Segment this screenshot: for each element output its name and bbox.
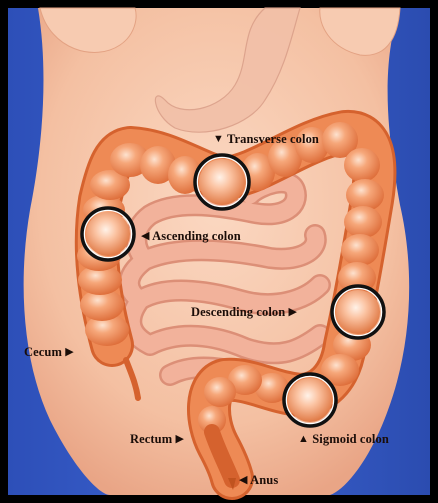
- label-rectum-text: Rectum: [130, 432, 172, 446]
- label-anus: ◀ Anus: [239, 474, 278, 487]
- down-arrow-icon: ▼: [213, 133, 224, 145]
- label-ascending-colon: ◀ Ascending colon: [141, 230, 241, 243]
- label-sigmoid-colon: ▲ Sigmoid colon: [298, 433, 389, 446]
- right-arrow-icon: ▶: [65, 346, 74, 358]
- label-cecum-text: Cecum: [24, 345, 62, 359]
- up-arrow-icon: ▲: [298, 433, 309, 445]
- label-rectum: Rectum ▶: [130, 433, 184, 446]
- label-transverse-colon-text: Transverse colon: [227, 132, 319, 146]
- right-arrow-icon: ▶: [176, 433, 185, 445]
- label-descending-colon-text: Descending colon: [191, 305, 285, 319]
- label-anus-text: Anus: [250, 473, 278, 487]
- left-arrow-icon: ◀: [239, 474, 248, 486]
- label-sigmoid-colon-text: Sigmoid colon: [312, 432, 389, 446]
- label-transverse-colon: ▼ Transverse colon: [213, 133, 319, 146]
- label-ascending-colon-text: Ascending colon: [152, 229, 241, 243]
- label-descending-colon: Descending colon ▶: [191, 306, 297, 319]
- label-cecum: Cecum ▶: [24, 346, 74, 359]
- left-arrow-icon: ◀: [141, 230, 150, 242]
- right-arrow-icon: ▶: [289, 306, 298, 318]
